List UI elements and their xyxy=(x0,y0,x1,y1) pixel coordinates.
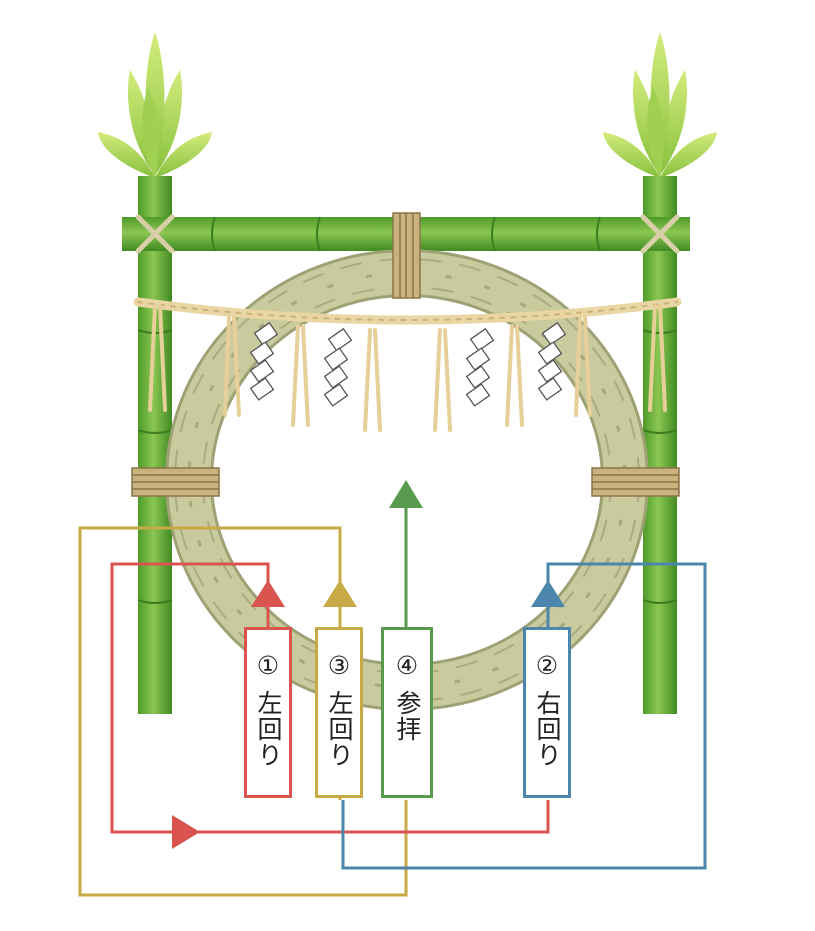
step1-label: ① 左回り xyxy=(244,627,292,798)
step3-number: ③ xyxy=(328,652,350,680)
left-wreath-binding xyxy=(132,468,219,496)
step2-label: ② 右回り xyxy=(523,627,571,798)
right-bamboo-post xyxy=(643,176,677,714)
right-bamboo-leaves xyxy=(603,32,717,178)
step3-label: ③ 左回り xyxy=(315,627,363,798)
path-step4 xyxy=(389,480,423,628)
step4-text: 参拝 xyxy=(393,690,421,742)
left-bamboo-leaves xyxy=(98,32,212,178)
step1-number: ① xyxy=(257,652,279,680)
shimenawa-rope xyxy=(138,302,677,320)
wreath-hanger xyxy=(393,213,420,298)
right-wreath-binding xyxy=(592,468,679,496)
step4-number: ④ xyxy=(396,652,418,680)
step2-text: 右回り xyxy=(533,690,561,768)
step1-text: 左回り xyxy=(254,690,282,768)
step4-label: ④ 参拝 xyxy=(381,627,433,798)
left-bamboo-post xyxy=(138,176,172,714)
step3-text: 左回り xyxy=(325,690,353,768)
step2-number: ② xyxy=(536,652,558,680)
